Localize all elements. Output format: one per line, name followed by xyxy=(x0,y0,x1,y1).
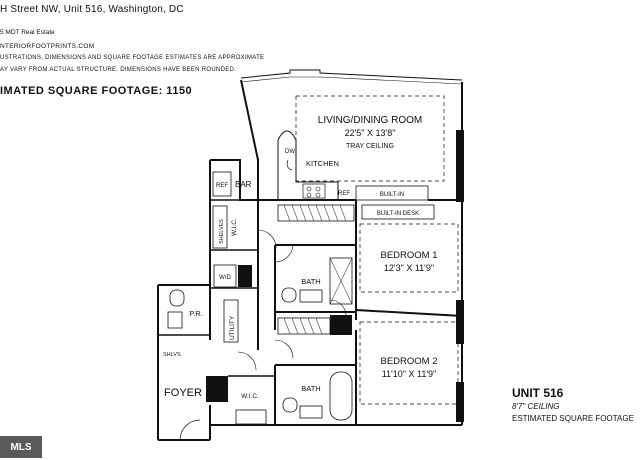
disclaimer-line-2: AY VARY FROM ACTUAL STRUCTURE. DIMENSION… xyxy=(0,67,237,73)
bath-2-label: BATH xyxy=(301,384,320,393)
wic-label: W.I.C. xyxy=(231,218,238,236)
washer-dryer-label: W/D xyxy=(219,275,231,281)
builtin-label: BUILT-IN xyxy=(380,192,404,198)
shelves-label: SHELVES xyxy=(219,219,225,244)
builtin-desk-label: BUILT-IN DESK xyxy=(377,211,419,217)
bath-1-label: BATH xyxy=(301,277,320,286)
disclaimer-line-1: USTRATIONS, DIMENSIONS AND SQUARE FOOTAG… xyxy=(0,55,265,61)
living-room-name: LIVING/DINING ROOM xyxy=(318,115,422,126)
bedroom-2-name: BEDROOM 2 xyxy=(380,356,437,367)
unit-ceiling: 8'7" CEILING xyxy=(512,402,560,411)
listing-company: 5 MDT Real Estate xyxy=(0,29,55,36)
wic-2-label: W.I.C. xyxy=(241,393,259,400)
listing-title: H Street NW, Unit 516, Washington, DC xyxy=(0,4,184,15)
living-room-dims: 22'5" X 13'8" xyxy=(345,128,396,138)
foyer-label: FOYER xyxy=(164,387,202,399)
dishwasher-label: DW xyxy=(285,149,295,155)
kitchen-name: KITCHEN xyxy=(306,159,339,168)
powder-room-label: P.R. xyxy=(189,309,203,318)
bar-label: BAR xyxy=(235,180,252,189)
utility-label: UTILITY xyxy=(229,315,236,340)
bar-ref-label: REF xyxy=(216,183,228,189)
square-footage-label: IMATED SQUARE FOOTAGE: 1150 xyxy=(0,85,193,97)
bedroom-1-dims: 12'3" X 11'9" xyxy=(384,263,434,273)
shelves-short-label: SHLVS xyxy=(163,352,181,358)
kitchen-ref-label: REF xyxy=(338,191,350,197)
unit-name: UNIT 516 xyxy=(512,386,564,400)
listing-website: NTERIORFOOTPRINTS.COM xyxy=(0,43,95,50)
mls-badge: MLS xyxy=(0,436,42,458)
unit-square-footage: ESTIMATED SQUARE FOOTAGE xyxy=(512,414,634,423)
living-room-note: TRAY CEILING xyxy=(346,143,394,150)
bedroom-2-dims: 11'10" X 11'9" xyxy=(382,369,437,379)
bedroom-1-name: BEDROOM 1 xyxy=(380,250,437,261)
